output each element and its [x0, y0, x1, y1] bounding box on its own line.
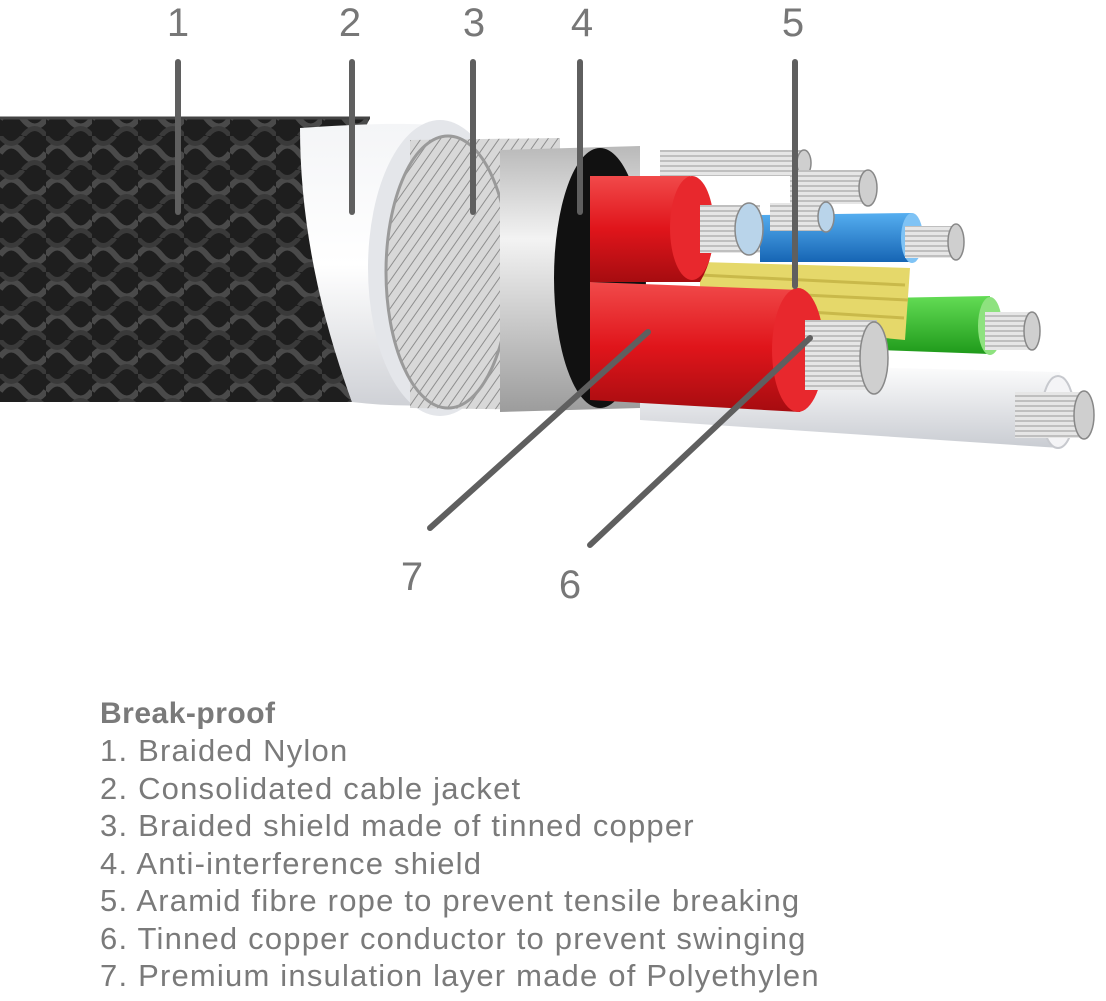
braided-nylon-layer [0, 116, 370, 402]
legend-item-tinned-copper-conductor: 6. Tinned copper conductor to prevent sw… [100, 920, 807, 956]
legend-list: 1. Braided Nylon 2. Consolidated cable j… [100, 732, 1060, 995]
legend-item-cable-jacket: 2. Consolidated cable jacket [100, 770, 522, 806]
callout-number-6: 6 [559, 563, 581, 607]
legend-item-braided-shield: 3. Braided shield made of tinned copper [100, 808, 695, 843]
callout-number-4: 4 [571, 1, 593, 45]
green-wire [880, 296, 1041, 355]
legend-item-aramid-fibre-rope: 5. Aramid fibre rope to prevent tensile … [100, 883, 801, 918]
callout-number-7: 7 [401, 555, 423, 599]
cable-diagram: 1 2 3 4 5 6 7 [0, 1, 1095, 607]
red-wire-upper [590, 176, 764, 282]
callout-number-3: 3 [463, 1, 485, 45]
callout-number-1: 1 [167, 1, 189, 45]
legend-item-insulation-layer: 7. Premium insulation layer made of Poly… [100, 958, 820, 993]
legend: Break-proof 1. Braided Nylon 2. Consolid… [100, 696, 1060, 995]
leader-line-6 [587, 335, 813, 548]
callout-number-5: 5 [782, 1, 804, 45]
leader-line-7 [427, 329, 651, 531]
bare-conductors-top [660, 149, 878, 233]
legend-item-braided-nylon: 1. Braided Nylon [100, 733, 349, 768]
legend-title: Break-proof [100, 697, 276, 730]
callout-number-2: 2 [339, 1, 361, 45]
legend-item-anti-interference-shield: 4. Anti-interference shield [100, 845, 483, 881]
